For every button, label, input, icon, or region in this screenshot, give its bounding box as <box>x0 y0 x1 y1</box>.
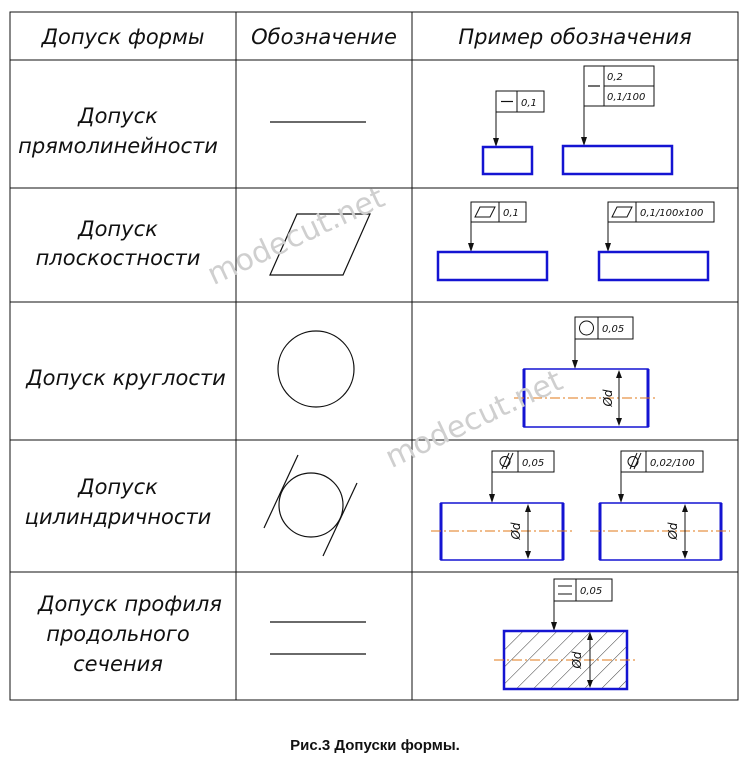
header-tolerance-type: Допуск формы <box>41 25 205 49</box>
row-label-flatness-1: Допуск <box>77 217 158 241</box>
diameter-label: Ød <box>570 651 584 669</box>
figure-caption: Рис.3 Допуски формы. <box>290 737 460 754</box>
cylindricity-symbol-icon <box>263 454 358 557</box>
circularity-icon <box>579 320 594 336</box>
row-label-straightness-2: прямолинейности <box>18 134 218 158</box>
tolerance-value: 0,2 <box>607 72 623 83</box>
row-label-circularity: Допуск круглости <box>25 366 226 390</box>
example-profile: 0,05 Ød <box>494 578 636 691</box>
tolerance-frame <box>553 578 613 602</box>
row-label-profile-2: продольного <box>46 622 190 646</box>
example-circularity: 0,05 Ød <box>514 316 656 428</box>
row-label-cylindricity-1: Допуск <box>77 475 158 499</box>
form-tolerance-table: Допуск формы Обозначение Пример обозначе… <box>9 11 739 701</box>
tolerance-frame <box>495 90 545 113</box>
tolerance-value: 0,1 <box>503 208 519 219</box>
row-label-profile-1: Допуск профиля <box>37 592 222 616</box>
watermark: modecut.net <box>202 180 390 293</box>
part-outline <box>436 250 549 282</box>
tolerance-frame <box>620 450 704 473</box>
profile-symbol-icon <box>270 621 366 655</box>
row-label-flatness-2: плоскостности <box>36 246 201 270</box>
header-symbol: Обозначение <box>251 25 397 49</box>
flatness-icon <box>474 206 496 218</box>
cylindricity-icon <box>627 452 642 470</box>
diameter-label: Ød <box>601 389 615 407</box>
part-outline <box>597 250 710 282</box>
example-straightness-2: 0,2 0,1/100 <box>561 65 674 176</box>
flatness-symbol-icon <box>269 213 371 276</box>
row-label-straightness-1: Допуск <box>77 104 158 128</box>
flatness-icon <box>611 206 633 218</box>
tolerance-value: 0,05 <box>522 458 544 469</box>
example-flatness-2: 0,1/100x100 <box>597 201 715 282</box>
part-outline <box>561 144 674 176</box>
example-cylindricity-2: 0,02/100 Ød <box>590 450 730 561</box>
tolerance-value: 0,1 <box>521 98 537 109</box>
example-cylindricity-1: 0,05 Ød <box>431 450 572 561</box>
tolerance-value: 0,05 <box>602 324 624 335</box>
part-outline <box>481 145 534 176</box>
tolerance-frame <box>607 201 715 223</box>
table-grid <box>9 11 739 701</box>
row-label-cylindricity-2: цилиндричности <box>25 505 212 529</box>
tolerance-value: 0,02/100 <box>650 458 695 469</box>
diameter-label: Ød <box>509 522 523 540</box>
example-straightness-1: 0,1 <box>481 90 545 176</box>
diameter-label: Ød <box>666 522 680 540</box>
tolerance-value-per-length: 0,1/100 <box>607 92 645 103</box>
cylindricity-icon <box>499 452 514 470</box>
example-flatness-1: 0,1 <box>436 201 549 282</box>
tolerance-value: 0,1/100x100 <box>640 208 703 219</box>
circularity-symbol-icon <box>277 330 355 408</box>
tolerance-frame <box>574 316 634 340</box>
tolerance-value: 0,05 <box>580 586 602 597</box>
row-label-profile-3: сечения <box>73 652 163 676</box>
header-example: Пример обозначения <box>458 25 691 49</box>
profile-icon <box>558 585 572 595</box>
